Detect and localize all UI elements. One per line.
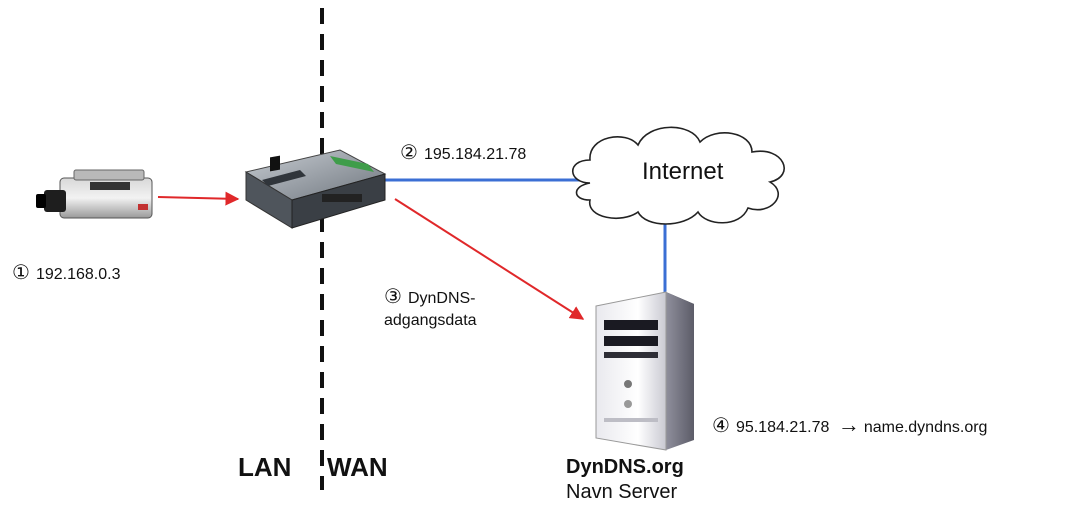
mapping-arrow-icon: → [837, 412, 860, 437]
lan-label: LAN [238, 452, 292, 482]
camera-label: ① 192.168.0.3 [12, 260, 120, 284]
server-name: DynDNS.org [566, 456, 684, 478]
mapping-hostname: name.dyndns.org [863, 419, 988, 436]
camera-router-arrow [157, 191, 240, 206]
wan-label: WAN [327, 452, 388, 482]
dyndns-credentials-label: ③ DynDNS- adgangsdata [384, 285, 477, 332]
step-4-marker: ④ [712, 413, 730, 437]
router-public-ip: 195.184.21.78 [423, 146, 527, 163]
dyndns-server-icon [595, 291, 694, 451]
ip-camera-icon [36, 169, 153, 219]
step-2-marker: ② [400, 140, 418, 164]
router-wan-label: ② 195.184.21.78 [400, 140, 526, 164]
mapping-ip: 95.184.21.78 [735, 419, 830, 436]
credentials-line-1: DynDNS- [407, 290, 476, 307]
dns-mapping-label: ④ 95.184.21.78 →name.dyndns.org [712, 412, 987, 438]
internet-cloud-icon [572, 126, 785, 225]
camera-ip: 192.168.0.3 [35, 266, 121, 283]
step-1-marker: ① [12, 260, 30, 284]
router-icon [244, 149, 387, 229]
credentials-line-2: adgangsdata [384, 312, 477, 329]
cloud-label: Internet [642, 158, 724, 185]
server-description: Navn Server [566, 481, 678, 503]
router-server-arrow [394, 198, 585, 320]
step-3-marker: ③ [384, 284, 402, 308]
